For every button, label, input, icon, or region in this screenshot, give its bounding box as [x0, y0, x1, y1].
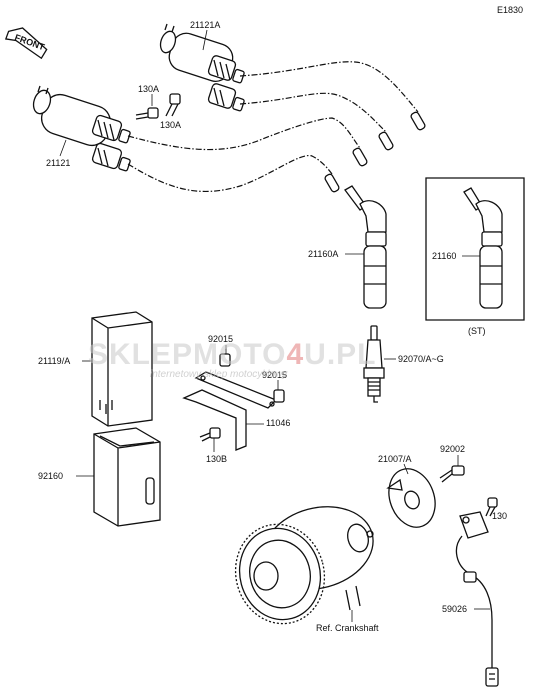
label-bolt: 130	[492, 511, 507, 521]
st-variant-box	[425, 177, 525, 321]
ignition-coil-top	[159, 23, 245, 112]
label-rotor: 21007/A	[378, 454, 412, 464]
watermark-brand-b: MOTO	[193, 338, 286, 371]
label-igniter: 21119/A	[38, 356, 70, 366]
mount-bracket	[182, 371, 278, 451]
svg-text:SKLEPMOTO4U.PL: SKLEPMOTO4U.PL	[88, 338, 377, 371]
spark-plug	[363, 325, 385, 403]
label-st: (ST)	[468, 326, 486, 336]
front-arrow-icon: FRONT	[4, 27, 48, 60]
label-pickup: 59026	[442, 604, 467, 614]
label-bracket-nut2: 92015	[262, 370, 287, 380]
nut-92015-a	[219, 353, 231, 367]
igniter-unit	[91, 311, 153, 427]
label-bracket-nut1: 92015	[208, 334, 233, 344]
diagram-code: E1830	[497, 5, 523, 15]
bolt-130a-upper	[165, 93, 181, 117]
label-case: 92160	[38, 471, 63, 481]
watermark-brand-a: SKLEP	[88, 338, 193, 371]
watermark-brand-d: U.PL	[304, 338, 376, 371]
label-coil-top: 21121A	[190, 20, 220, 30]
label-coil-left: 21121	[46, 158, 70, 168]
label-crank-ref: Ref. Crankshaft	[316, 623, 379, 633]
ht-lead-4	[127, 155, 333, 193]
nut-92015-b	[273, 389, 285, 403]
label-bolt-a1: 130A	[138, 84, 159, 94]
label-cap: 21160	[432, 251, 456, 261]
ht-lead-1	[239, 61, 419, 113]
ignition-coil-left	[32, 85, 131, 172]
pickup-coil	[455, 511, 499, 687]
watermark-brand-c: 4	[286, 338, 304, 371]
watermark: SKLEPMOTO4U.PL internetowy sklep motocyk…	[88, 338, 377, 380]
label-cap-a: 21160A	[308, 249, 338, 259]
timing-rotor	[386, 468, 436, 528]
ht-lead-2	[239, 92, 387, 133]
bolt-130a-lower	[135, 107, 159, 120]
screw-92002	[439, 465, 465, 483]
label-bracket: 11046	[266, 418, 290, 428]
label-spark-plug: 92070/A~G	[398, 354, 444, 364]
igniter-case	[93, 427, 161, 527]
label-bolt-a2: 130A	[160, 120, 181, 130]
bolt-130b	[199, 427, 221, 442]
plug-cap-a	[344, 185, 387, 309]
ht-lead-3	[127, 117, 361, 151]
label-screw: 92002	[440, 444, 465, 454]
bolt-130	[485, 497, 498, 517]
crankshaft-flywheel	[234, 506, 374, 625]
label-bolt-b: 130B	[206, 454, 227, 464]
watermark-tagline: internetowy sklep motocyklowy	[150, 369, 288, 380]
